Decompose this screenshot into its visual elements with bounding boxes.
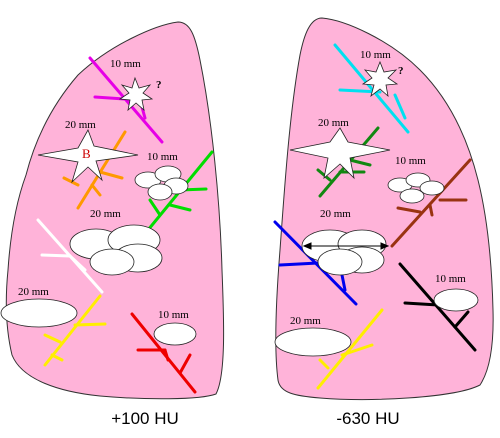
label-ellipse-bottom-right: 20 mm (290, 315, 321, 327)
label-top-star-left: 10 mm (110, 58, 141, 70)
nodule-ellipse-right (433, 288, 479, 312)
nodule-cluster-large-left (69, 224, 163, 276)
question-mark-right: ? (398, 65, 404, 77)
caption-left: +100 HU (111, 409, 179, 428)
label-ellipse-left: 20 mm (18, 286, 49, 298)
label-cluster-small-left: 10 mm (147, 151, 178, 163)
star-nodule-top-right (361, 60, 399, 98)
orange-vessel (62, 130, 127, 210)
question-mark-left: ? (156, 79, 162, 91)
label-cluster-large-left: 20 mm (90, 208, 121, 220)
label-cluster-large-right: 20 mm (320, 208, 351, 220)
black-vessel (398, 262, 477, 352)
nodule-ellipse-bottom-left (153, 322, 197, 346)
label-ellipse-bottom-left: 10 mm (158, 309, 189, 321)
nodule-ellipse-bottom-right (274, 327, 352, 357)
yellow-vessel-left (43, 294, 107, 367)
star-nodule-top-left (118, 76, 154, 112)
nodule-cluster-small-right (387, 172, 445, 204)
brown-vessel (390, 158, 472, 248)
star-nodule-b (37, 129, 139, 184)
measurement-arrow (302, 242, 390, 250)
label-ellipse-right: 10 mm (435, 273, 466, 285)
letter-b: B (82, 146, 91, 161)
yellow-vessel-right (316, 308, 384, 390)
caption-right: -630 HU (336, 409, 399, 428)
star-nodule-big-right (289, 127, 391, 180)
red-vessel (130, 312, 197, 394)
nodule-ellipse-left (0, 298, 78, 328)
blue-vessel (273, 220, 358, 306)
nodule-cluster-small-left (134, 165, 189, 201)
label-b-star: 20 mm (65, 119, 96, 131)
label-cluster-small-right: 10 mm (395, 155, 426, 167)
white-vessel (36, 218, 104, 294)
label-top-star-right: 10 mm (360, 49, 391, 61)
label-big-star-right: 20 mm (318, 117, 349, 129)
